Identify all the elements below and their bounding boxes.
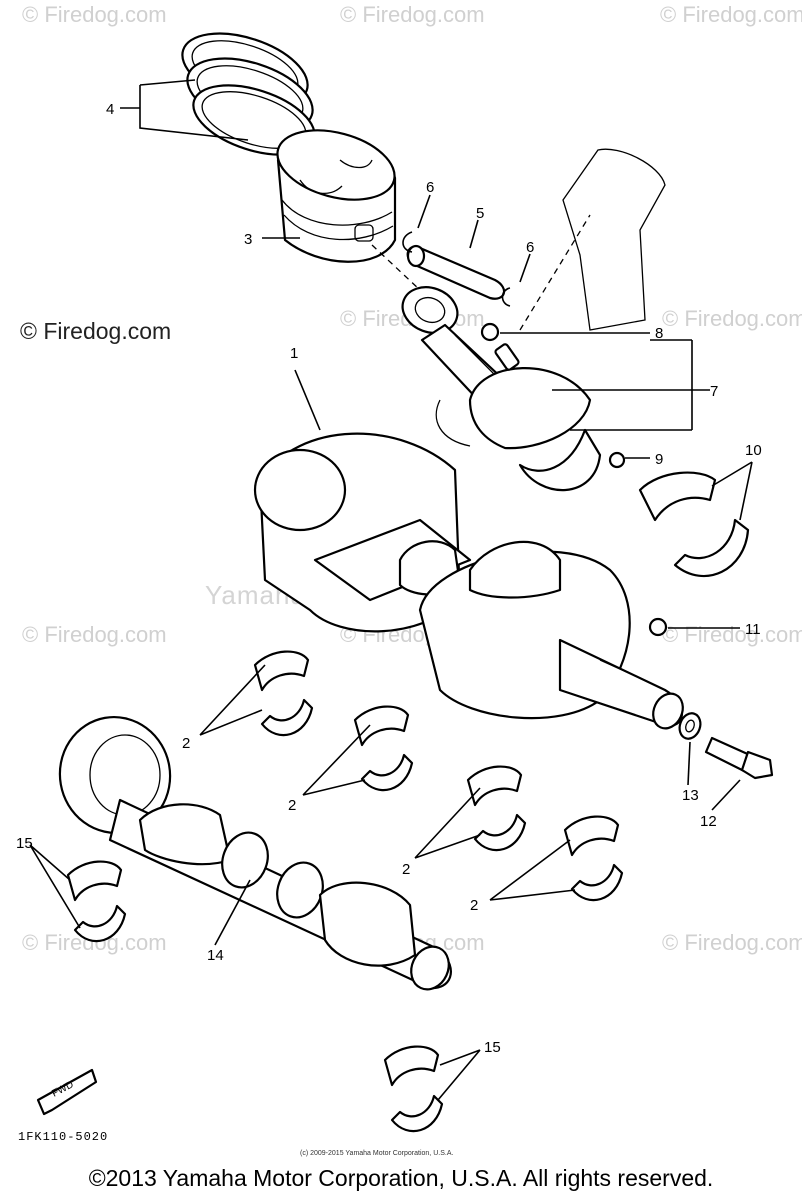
crank-bolt [704,736,774,780]
callout-9: 9 [655,451,663,468]
callout-2: 2 [470,897,478,914]
piston [276,129,397,263]
watermark: © Firedog.com [662,622,802,647]
watermark: © Firedog.com [340,2,485,27]
callout-15: 15 [484,1039,501,1056]
callout-1: 1 [290,345,298,362]
big-end-bearing [638,471,750,578]
watermark: © Firedog.com [22,622,167,647]
watermark: © Firedog.com [662,306,802,331]
footer-copyright: ©2013 Yamaha Motor Corporation, U.S.A. A… [88,1165,714,1191]
callout-3: 3 [244,231,252,248]
callout-4: 4 [106,101,114,118]
callout-7: 7 [710,383,718,400]
callout-13: 13 [682,787,699,804]
callout-labels: 4 3 5 6 6 8 7 9 10 1 11 13 12 2 2 2 2 14… [16,101,762,1056]
circlip [402,231,511,307]
callout-5: 5 [476,205,484,222]
callout-11: 11 [745,621,761,638]
small-copyright: (c) 2009-2015 Yamaha Motor Corporation, … [300,1150,454,1157]
washer [678,712,702,740]
piston-rings [181,32,316,156]
balancer-bearing [66,860,444,1133]
balancer-shaft [58,715,452,991]
piston-pin [406,244,506,300]
main-bearing [253,650,624,902]
callout-2: 2 [402,861,410,878]
watermark: © Firedog.com [22,2,167,27]
callout-2: 2 [182,735,190,752]
callout-15: 15 [16,835,33,852]
crankshaft [253,432,684,730]
diagram-code: 1FK110-5020 [18,1130,109,1144]
callout-6: 6 [426,179,434,196]
watermark: © Firedog.com [662,930,802,955]
watermark: © Firedog.com [660,2,802,27]
leader-lines [29,79,753,1101]
callout-6: 6 [526,239,534,256]
callout-14: 14 [207,947,224,964]
connecting-rod [401,286,626,492]
callout-10: 10 [745,442,762,459]
corner-watermark: © Firedog.com [20,318,172,344]
callout-12: 12 [700,813,717,830]
forward-arrow-icon: FWD [36,1068,98,1116]
callout-8: 8 [655,325,663,342]
callout-2: 2 [288,797,296,814]
